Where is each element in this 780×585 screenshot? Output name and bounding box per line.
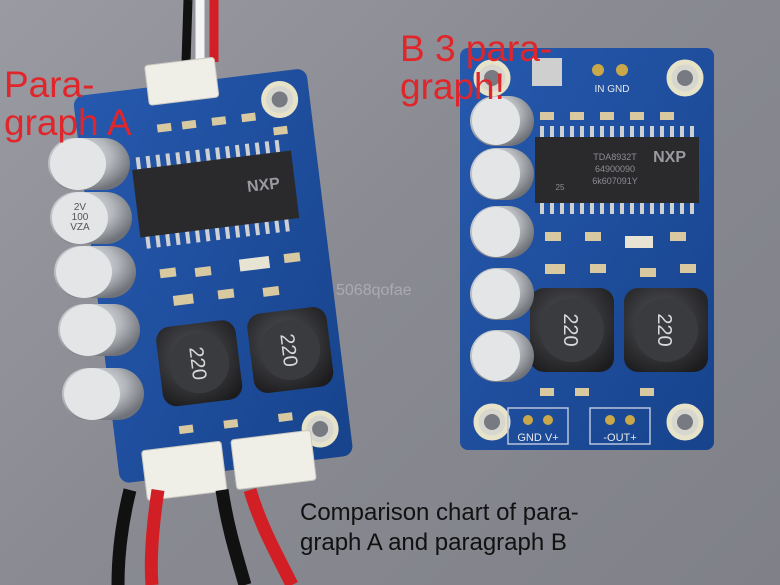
board-a-chip-logo: NXP <box>246 175 281 196</box>
board-b-chip-logo: NXP <box>653 149 686 166</box>
board-a-inductor: 220 <box>156 320 243 407</box>
capacitor <box>48 138 130 190</box>
board-b-inductor: 220 <box>624 288 708 372</box>
board-b-output-label: -OUT+ <box>603 432 636 444</box>
board-a-inductor: 220 <box>247 307 334 394</box>
capacitor <box>62 368 144 420</box>
board-b-input-label: IN GND <box>595 84 630 95</box>
board-b-capacitors <box>470 96 534 382</box>
board-a-bottom-connector-2 <box>230 430 317 490</box>
watermark: 5068qofae <box>336 282 412 299</box>
board-a-bottom-connector-1 <box>141 441 228 501</box>
board-a-inductor-1-label: 220 <box>184 346 210 382</box>
comparison-caption: Comparison chart of para- graph A and pa… <box>300 499 579 556</box>
board-b-inductor: 220 <box>530 288 614 372</box>
board-a-capacitors <box>48 138 144 420</box>
capacitor <box>470 206 534 258</box>
board-b-power-label: GND V+ <box>517 432 558 444</box>
capacitor <box>470 330 534 382</box>
board-b-chip-line-1: TDA8932T <box>593 152 637 162</box>
capacitor <box>470 96 534 146</box>
board-a-top-connector <box>144 56 220 106</box>
board-b-inductor-2-label: 220 <box>653 313 675 346</box>
board-a-inductor-2-label: 220 <box>275 332 301 368</box>
label-paragraph-b: B 3 para- graph! <box>400 28 553 107</box>
capacitor <box>54 246 136 298</box>
board-a-top-wires <box>181 0 219 63</box>
board-a-bottom-wires <box>111 488 298 585</box>
board-b-chip-line-3: 6k607091Y <box>592 176 638 186</box>
board-a: NXP 220 220 <box>73 56 353 501</box>
board-a-chip: NXP <box>132 139 300 249</box>
board-b-chip-line-4: 25 <box>556 183 565 192</box>
label-paragraph-a: Para- graph A <box>4 64 132 143</box>
capacitor <box>58 304 140 356</box>
capacitor <box>470 148 534 200</box>
capacitor <box>470 268 534 320</box>
capacitor <box>50 192 132 244</box>
board-b-inductor-1-label: 220 <box>559 313 581 346</box>
board-b-chip-line-2: 64900090 <box>595 164 635 174</box>
board-b-chip: NXP TDA8932T 64900090 6k607091Y 25 <box>535 126 699 214</box>
